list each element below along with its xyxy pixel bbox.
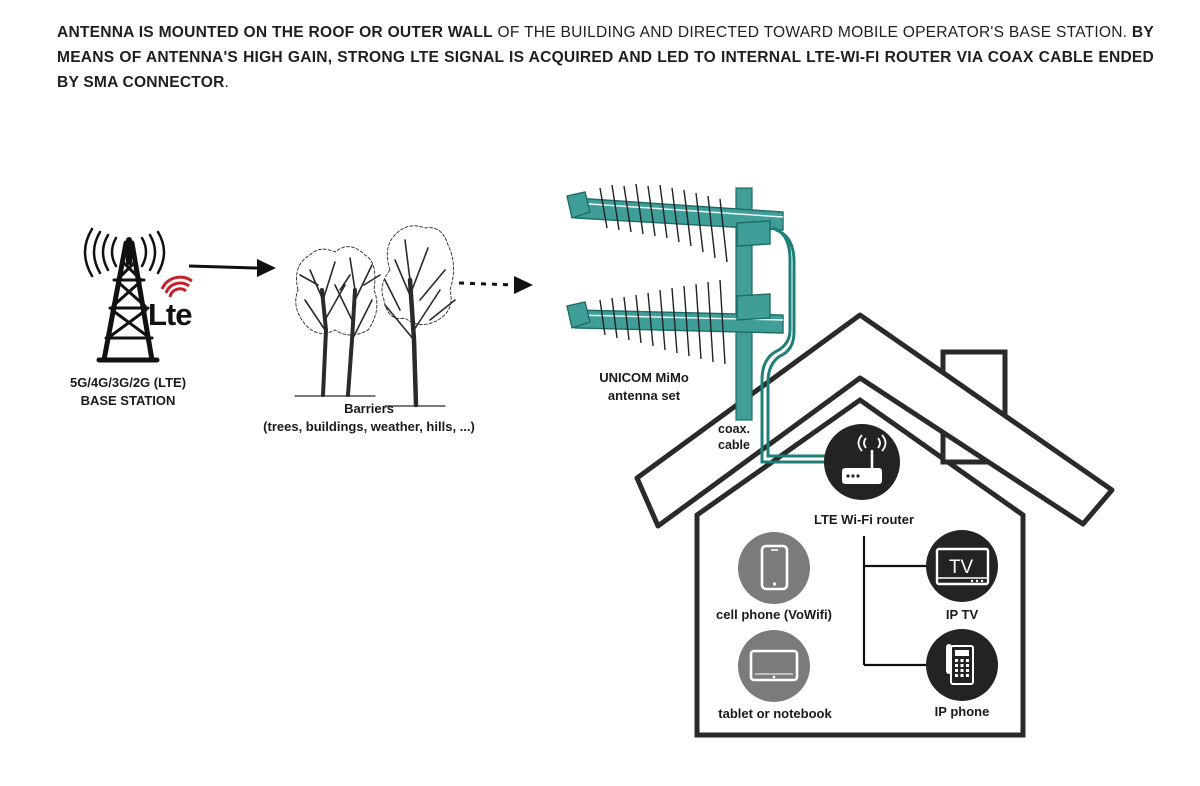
barriers-title: Barriers: [344, 401, 394, 416]
base-station-tower-icon: [83, 227, 166, 363]
ip-phone-icon: [926, 629, 998, 701]
ip-tv-icon: TV: [926, 530, 998, 602]
ip-phone-label: IP phone: [935, 704, 990, 719]
signal-arrow-icon: [188, 259, 276, 277]
router-icon: [824, 424, 900, 500]
base-station-label-1: 5G/4G/3G/2G (LTE): [70, 375, 186, 390]
cable-label-1: coax.: [718, 422, 750, 436]
ip-tv-screen-text: TV: [949, 557, 974, 578]
router-connections: [862, 536, 930, 667]
intro-bold-2: BY MEANS OF ANTENNA'S HIGH GAIN, STRONG …: [57, 24, 1154, 91]
lower-yagi-antenna-icon: [566, 279, 784, 365]
barriers-subtitle: (trees, buildings, weather, hills, ...): [263, 419, 475, 434]
cell-phone-label: cell phone (VoWifi): [716, 607, 832, 622]
tablet-label: tablet or notebook: [718, 706, 832, 721]
tablet-icon: [738, 630, 810, 702]
coax-cable: [760, 226, 830, 464]
antenna-label-2: antenna set: [608, 388, 681, 403]
intro-end: .: [224, 74, 230, 91]
lte-logo-icon: Lte: [148, 275, 193, 332]
dotted-arrow-icon: [458, 276, 533, 294]
upper-yagi-antenna-icon: [566, 183, 784, 263]
lte-logo-text: Lte: [148, 297, 192, 332]
cell-phone-icon: [738, 532, 810, 604]
router-label: LTE Wi-Fi router: [814, 512, 914, 527]
barriers-trees-icon: [294, 225, 456, 408]
intro-bold-1: ANTENNA IS MOUNTED ON THE ROOF OR OUTER …: [57, 24, 493, 41]
intro-paragraph: ANTENNA IS MOUNTED ON THE ROOF OR OUTER …: [57, 20, 1154, 95]
antenna-label-1: UNICOM MiMo: [599, 370, 689, 385]
cable-label-2: cable: [718, 438, 750, 452]
base-station-label-2: BASE STATION: [81, 393, 176, 408]
ip-tv-label: IP TV: [946, 607, 979, 622]
intro-normal-1: OF THE BUILDING AND DIRECTED TOWARD MOBI…: [492, 24, 1128, 41]
